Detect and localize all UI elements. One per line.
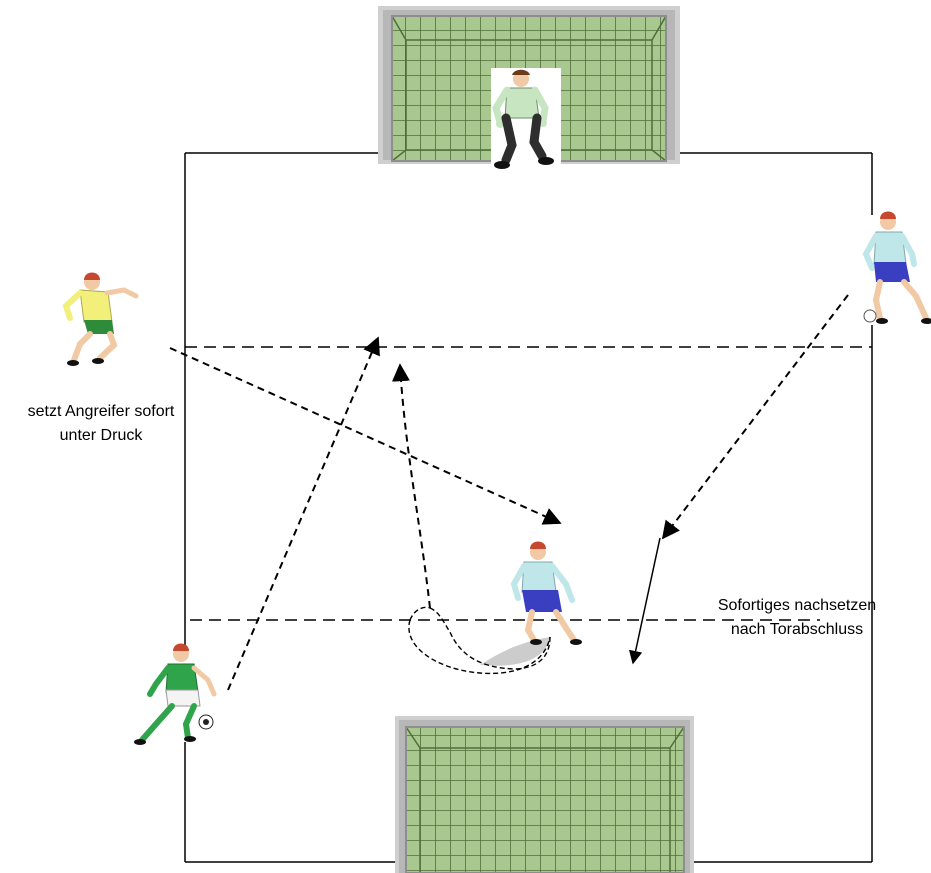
center-attacker-icon — [510, 541, 582, 645]
run-arrow-right-player — [661, 294, 849, 540]
right-attacker-icon — [862, 211, 931, 324]
ball-patch — [203, 719, 209, 725]
pass-arrow-green-player — [227, 336, 380, 691]
follow-up-note-line1: Sofortiges nachsetzen — [717, 597, 877, 614]
soccer-ball-icon — [863, 309, 877, 323]
defender-note-line2: unter Druck — [59, 427, 143, 444]
yellow-defender-icon — [62, 272, 139, 366]
follow-up-note: Sofortiges nachsetzen nach Torabschluss — [672, 594, 922, 642]
follow-up-solid-arrow — [628, 537, 661, 665]
press-arrow-yellow-player — [169, 347, 562, 525]
defender-note-line1: setzt Angreifer sofort — [27, 403, 175, 420]
goalkeeper-icon — [491, 68, 561, 173]
green-attacker-icon — [134, 643, 217, 745]
defender-note: setzt Angreifer sofort unter Druck — [6, 400, 196, 448]
field-border — [184, 152, 873, 863]
follow-up-note-line2: nach Torabschluss — [730, 621, 864, 638]
curved-run-arrow — [391, 363, 431, 609]
bottom-goal — [395, 716, 694, 873]
